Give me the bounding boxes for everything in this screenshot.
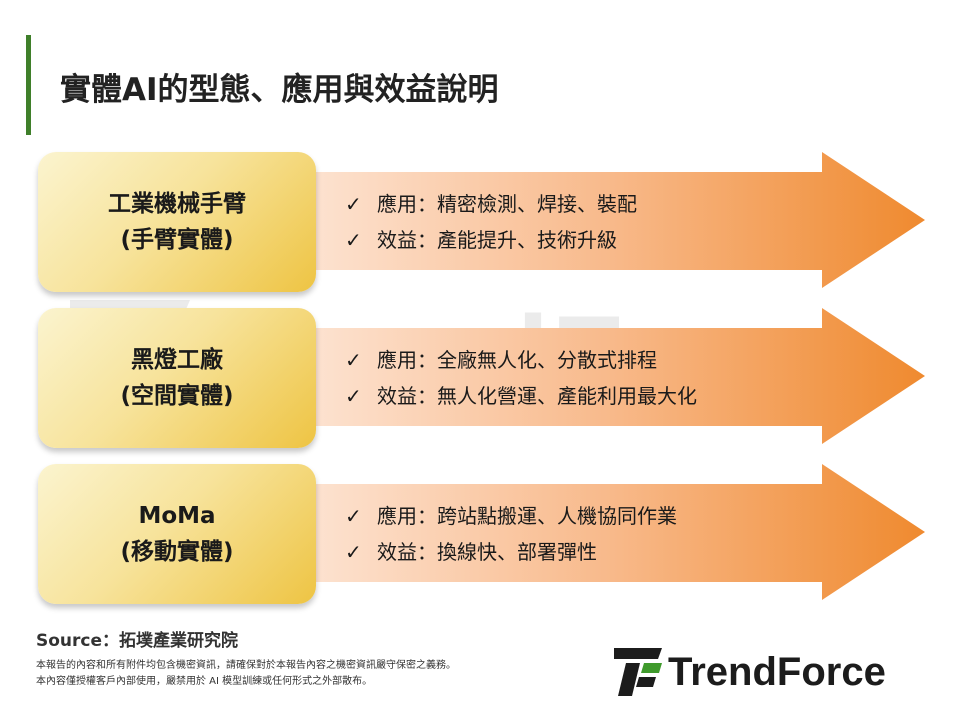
category-name: 工業機械手臂 [108, 191, 246, 217]
notice-line: 本內容僅授權客戶內部使用，嚴禁用於 AI 模型訓練或任何形式之外部散布。 [36, 676, 373, 687]
category-subtitle: (空間實體) [120, 383, 234, 409]
list-item: ✓ 效益：無人化營運、產能利用最大化 [345, 378, 697, 414]
check-icon: ✓ [345, 348, 362, 372]
check-icon: ✓ [345, 228, 362, 252]
check-icon: ✓ [345, 192, 362, 216]
arrow-shape [300, 152, 925, 288]
list-item: ✓ 應用：精密檢測、焊接、裝配 [345, 186, 637, 222]
trendforce-logo: TrendForce [612, 646, 932, 698]
arrow-shape [300, 464, 925, 600]
category-subtitle: (移動實體) [120, 539, 234, 565]
page-title: 實體AI的型態、應用與效益說明 [60, 72, 499, 108]
row-robot-arm: 工業機械手臂 (手臂實體) ✓ 應用：精密檢測、焊接、裝配 ✓ 效益：產能提升、… [0, 152, 960, 302]
list-item: ✓ 應用：跨站點搬運、人機協同作業 [345, 498, 677, 534]
row-moma: MoMa (移動實體) ✓ 應用：跨站點搬運、人機協同作業 ✓ 效益：換線快、部… [0, 464, 960, 614]
source-label: Source：拓墣產業研究院 [36, 631, 239, 651]
category-name: MoMa [138, 503, 216, 529]
item-text: 應用：精密檢測、焊接、裝配 [377, 192, 637, 216]
title-accent-bar [26, 35, 31, 135]
arrow-shape [300, 308, 925, 444]
item-text: 應用：跨站點搬運、人機協同作業 [377, 504, 677, 528]
check-icon: ✓ [345, 540, 362, 564]
check-icon: ✓ [345, 504, 362, 528]
check-icon: ✓ [345, 384, 362, 408]
category-box: 工業機械手臂 (手臂實體) [38, 152, 316, 292]
item-list: ✓ 應用：全廠無人化、分散式排程 ✓ 效益：無人化營運、產能利用最大化 [345, 342, 697, 414]
item-list: ✓ 應用：跨站點搬運、人機協同作業 ✓ 效益：換線快、部署彈性 [345, 498, 677, 570]
item-text: 效益：換線快、部署彈性 [377, 540, 597, 564]
list-item: ✓ 應用：全廠無人化、分散式排程 [345, 342, 697, 378]
category-box: 黑燈工廠 (空間實體) [38, 308, 316, 448]
row-dark-factory: 黑燈工廠 (空間實體) ✓ 應用：全廠無人化、分散式排程 ✓ 效益：無人化營運、… [0, 308, 960, 458]
notice-line: 本報告的內容和所有附件均包含機密資訊，請確保對於本報告內容之機密資訊嚴守保密之義… [36, 660, 456, 671]
category-subtitle: (手臂實體) [120, 227, 234, 253]
category-name: 黑燈工廠 [131, 347, 223, 373]
item-list: ✓ 應用：精密檢測、焊接、裝配 ✓ 效益：產能提升、技術升級 [345, 186, 637, 258]
trendforce-logo-icon [614, 648, 662, 696]
item-text: 應用：全廠無人化、分散式排程 [377, 348, 657, 372]
logo-text: TrendForce [668, 650, 886, 694]
item-text: 效益：無人化營運、產能利用最大化 [377, 384, 697, 408]
item-text: 效益：產能提升、技術升級 [377, 228, 617, 252]
list-item: ✓ 效益：產能提升、技術升級 [345, 222, 637, 258]
confidentiality-notice: 本報告的內容和所有附件均包含機密資訊，請確保對於本報告內容之機密資訊嚴守保密之義… [36, 658, 456, 690]
list-item: ✓ 效益：換線快、部署彈性 [345, 534, 677, 570]
category-box: MoMa (移動實體) [38, 464, 316, 604]
